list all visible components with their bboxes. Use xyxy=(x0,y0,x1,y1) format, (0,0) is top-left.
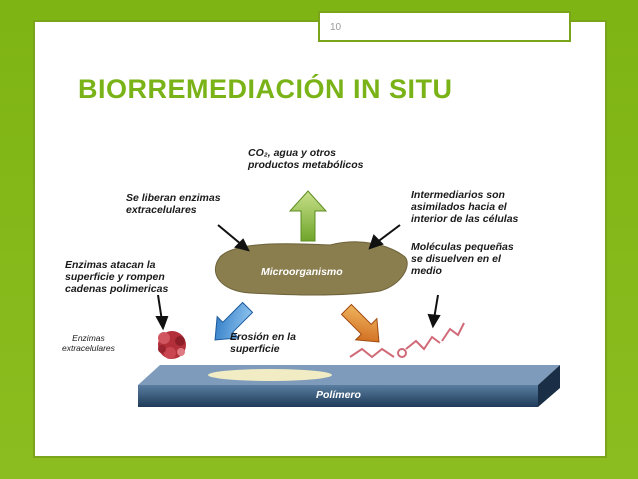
polymer-slab xyxy=(138,365,560,407)
diagram-graphics xyxy=(138,190,560,407)
page-number-tab xyxy=(318,11,571,42)
blue-arrow-icon xyxy=(214,301,254,341)
enzymes-released-label: Se liberan enzimas extracelulares xyxy=(126,192,221,216)
page-number: 10 xyxy=(330,22,342,33)
intermediates-label: Intermediarios son asimilados hacia el i… xyxy=(411,189,519,225)
small-molecules-label: Moléculas pequeñas se disuelven en el me… xyxy=(411,241,514,277)
microorganism-blob xyxy=(214,241,408,296)
slide-title: BIORREMEDIACIÓN IN SITU xyxy=(78,74,453,104)
extracellular-enzymes-label: Enzimas extracelulares xyxy=(62,333,115,353)
small-molecules-icon xyxy=(349,322,465,359)
products-label: CO₂, agua y otros productos metabólicos xyxy=(248,147,364,171)
microorganism-label: Microorganismo xyxy=(261,266,343,278)
erosion-label: Erosión en la superficie xyxy=(230,331,296,355)
biodegradation-diagram: CO₂, agua y otros productos metabólicos … xyxy=(60,145,580,425)
pointer-arrows xyxy=(155,224,441,331)
up-arrow-icon xyxy=(288,190,328,242)
enzyme-cluster-icon xyxy=(158,331,186,359)
orange-arrow-icon xyxy=(340,303,380,343)
enzymes-attack-label: Enzimas atacan la superficie y rompen ca… xyxy=(65,259,169,295)
polymer-label: Polímero xyxy=(316,389,361,401)
